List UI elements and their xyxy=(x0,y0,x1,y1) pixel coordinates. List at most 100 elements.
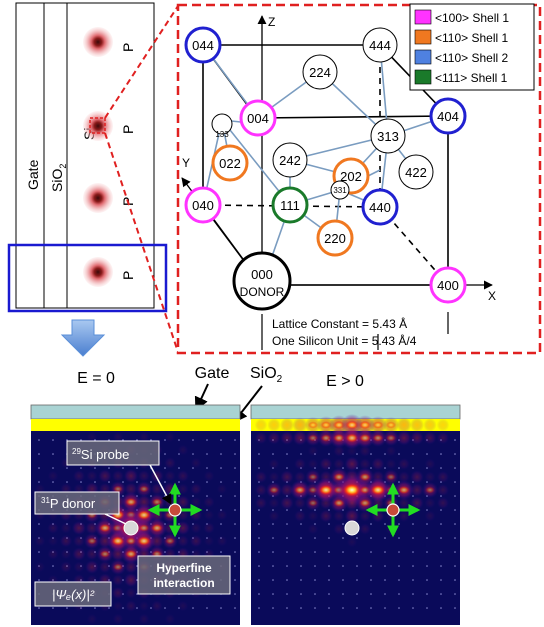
si-probe-marker xyxy=(147,482,203,538)
density-halo xyxy=(280,470,294,484)
lattice-dot xyxy=(66,607,68,609)
legend-swatch-110-shell1 xyxy=(414,29,432,45)
lattice-dot xyxy=(178,467,180,469)
lattice-dot xyxy=(426,579,428,581)
density-halo xyxy=(268,458,280,470)
lattice-dot xyxy=(328,551,330,553)
lattice-constant-label: Lattice Constant = 5.43 Å xyxy=(272,316,407,331)
lattice-dot xyxy=(94,481,96,483)
lattice-dot xyxy=(234,495,236,497)
svg-text:<110> Shell 1: <110> Shell 1 xyxy=(435,31,508,45)
lattice-dot xyxy=(412,523,414,525)
density-halo xyxy=(333,445,345,457)
density-halo xyxy=(164,470,176,482)
density-halo xyxy=(138,600,150,612)
density-peak xyxy=(136,510,152,520)
lattice-dot xyxy=(80,439,82,441)
density-halo xyxy=(268,471,280,483)
density-halo xyxy=(436,431,450,445)
svg-text:220: 220 xyxy=(324,231,346,246)
density-halo xyxy=(125,600,137,612)
lattice-dot xyxy=(220,523,222,525)
density-peak xyxy=(372,421,384,429)
density-peak xyxy=(151,498,163,506)
lattice-dot xyxy=(178,439,180,441)
density-halo xyxy=(150,469,164,483)
svg-text:224: 224 xyxy=(309,65,331,80)
lattice-dot xyxy=(258,509,260,511)
density-halo xyxy=(85,560,99,574)
density-halo xyxy=(268,510,280,522)
lattice-dot xyxy=(38,523,40,525)
lattice-dot xyxy=(258,593,260,595)
lattice-panel: Z Y X 044 xyxy=(176,3,542,355)
lattice-dot xyxy=(234,453,236,455)
density-halo xyxy=(176,534,190,548)
lattice-dot xyxy=(426,551,428,553)
density-halo xyxy=(138,431,150,443)
density-halo xyxy=(111,573,125,587)
density-peak xyxy=(99,550,111,558)
lattice-dot xyxy=(206,495,208,497)
lattice-dot xyxy=(356,579,358,581)
density-halo xyxy=(149,533,165,549)
lattice-dot xyxy=(258,467,260,469)
density-halo xyxy=(203,470,215,482)
lattice-dot xyxy=(272,579,274,581)
lattice-dot xyxy=(454,439,456,441)
lattice-node-224: 224 xyxy=(302,54,338,90)
density-halo xyxy=(410,496,424,510)
density-halo xyxy=(280,483,294,497)
lattice-dot xyxy=(300,593,302,595)
lattice-dot xyxy=(440,593,442,595)
lattice-dot xyxy=(150,481,152,483)
svg-text:<110> Shell 2: <110> Shell 2 xyxy=(435,51,508,65)
lattice-dot xyxy=(454,509,456,511)
lattice-dot xyxy=(300,551,302,553)
svg-text:133: 133 xyxy=(215,130,229,139)
gate-label: Gate xyxy=(25,159,41,190)
left-map-title: E = 0 xyxy=(77,370,115,387)
lattice-dot xyxy=(234,481,236,483)
p-donor-marker xyxy=(344,520,360,536)
density-halo xyxy=(203,535,215,547)
density-peak xyxy=(386,473,396,481)
lattice-dot xyxy=(412,579,414,581)
density-halo xyxy=(344,495,360,511)
lattice-dot xyxy=(300,523,302,525)
lattice-dot xyxy=(328,537,330,539)
density-peak xyxy=(308,473,318,481)
lattice-dot xyxy=(80,467,82,469)
lattice-dot xyxy=(164,453,166,455)
lattice-node-313: 313 xyxy=(370,118,406,154)
density-halo xyxy=(436,418,450,432)
lattice-dot xyxy=(398,523,400,525)
density-halo xyxy=(319,457,333,471)
density-halo xyxy=(397,470,411,484)
lattice-dot xyxy=(38,579,40,581)
density-halo xyxy=(73,561,85,573)
lattice-node-004: 004 xyxy=(239,99,277,137)
lattice-dot xyxy=(234,593,236,595)
lattice-dot xyxy=(356,607,358,609)
lattice-dot xyxy=(206,439,208,441)
lattice-dot xyxy=(66,439,68,441)
density-peak xyxy=(359,472,371,482)
density-halo xyxy=(190,457,202,469)
density-halo xyxy=(307,510,319,522)
lattice-dot xyxy=(164,607,166,609)
density-peak xyxy=(124,497,138,507)
svg-text:|Ψₑ(x)|²: |Ψₑ(x)|² xyxy=(52,587,95,602)
axis-y-label: Y xyxy=(182,156,190,170)
lattice-dot xyxy=(192,439,194,441)
lattice-dot xyxy=(398,565,400,567)
lattice-dot xyxy=(136,467,138,469)
lattice-dot xyxy=(234,467,236,469)
lattice-dot xyxy=(108,467,110,469)
legend-item: <100> Shell 1 xyxy=(414,9,509,25)
density-halo xyxy=(292,430,308,446)
lattice-dot xyxy=(426,607,428,609)
svg-text:202: 202 xyxy=(340,169,362,184)
density-halo xyxy=(346,445,358,457)
lattice-node-022: 022 xyxy=(211,144,249,182)
